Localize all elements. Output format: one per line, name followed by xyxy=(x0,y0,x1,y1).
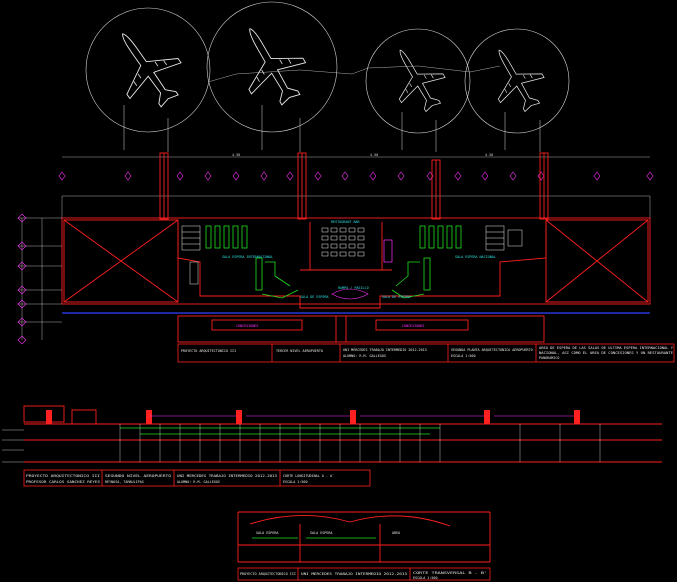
floor-plan: 4.50 4.50 4.50 xyxy=(17,152,675,363)
section-university: UNI MERCEDES TRABAJO INTERMEDIO 2012-201… xyxy=(177,474,277,478)
aircraft-stand-4 xyxy=(464,28,570,152)
longitudinal-section: PROYECTO ARQUITECTONICO III PROFESOR CAR… xyxy=(2,405,662,487)
plan-titleblock xyxy=(177,343,675,363)
fixtures xyxy=(181,225,523,285)
cross-titleblock xyxy=(237,567,491,581)
plan-topic: TERCER NIVEL AEROPUERTO xyxy=(276,349,323,353)
label-concessions-left: CONCESIONES xyxy=(236,324,258,328)
label-boarding-right: SALA DE ESPERA xyxy=(382,295,411,299)
dimension-line-left xyxy=(18,217,62,340)
section-columns xyxy=(119,424,601,462)
level-markers xyxy=(2,429,24,463)
aircraft-stand-2 xyxy=(206,1,338,152)
cross-sheet: CORTE TRANSVERSAL B - B' xyxy=(413,571,487,575)
aircraft-stand-3 xyxy=(365,28,471,152)
label-ramp: RAMPA / PASILLO xyxy=(338,286,369,290)
label-restaurant-bar: RESTAURANT BAR xyxy=(331,220,361,224)
aircraft-stands xyxy=(85,1,570,152)
cross-scale: ESCALA 1:500 xyxy=(413,576,438,580)
plan-note-2: NACIONAL, ASI COMO EL AREA DE CONCESIONE… xyxy=(539,351,673,355)
airplane-icon xyxy=(377,37,456,121)
label-concessions-right: CONCESIONES xyxy=(402,324,424,328)
dimension-line-top xyxy=(61,156,651,218)
dimension-label: 4.50 xyxy=(370,153,378,157)
section-sheet: CORTE LONGITUDINAL A - A' xyxy=(283,474,334,478)
plan-sheet: SEGUNDA PLANTA ARQUITECTONICA AEROPUERTO xyxy=(451,348,533,352)
section-teacher: PROFESOR CARLOS SANCHEZ REYES xyxy=(26,480,100,484)
cross-room-mid: SALA ESPERA xyxy=(310,531,332,535)
seating-left xyxy=(205,225,299,299)
building-outline xyxy=(61,217,651,309)
section-titleblock xyxy=(23,469,371,487)
plan-author: ALUMNO: R.M. GALLEGOS xyxy=(343,354,386,358)
dimension-label: 4.50 xyxy=(232,153,240,157)
aircraft-stand-1 xyxy=(85,7,211,152)
cross-project: PROYECTO ARQUITECTONICO III xyxy=(240,572,296,576)
section-topic: SEGUNDO NIVEL AEROPUERTO xyxy=(105,474,171,478)
cross-room-right: AREA xyxy=(392,531,400,535)
concessions xyxy=(177,315,545,343)
label-waiting-international: SALA ESPERA INTERNACIONAL xyxy=(222,255,273,259)
plan-note-3: PANORAMICO xyxy=(539,356,559,360)
section-project: PROYECTO ARQUITECTONICO III xyxy=(26,474,100,478)
grid-markers-left xyxy=(17,213,27,345)
ramp-shape xyxy=(331,288,369,300)
cross-section: SALA ESPERA SALA ESPERA AREA PROYECTO AR… xyxy=(237,511,491,581)
plan-project: PROYECTO ARQUITECTONICO III xyxy=(181,349,236,353)
seating-right xyxy=(391,225,462,299)
cross-university: UNI MERCEDES TRABAJO INTERMEDIO 2012-201… xyxy=(301,572,407,576)
restaurant-tables xyxy=(321,227,365,257)
airplane-icon xyxy=(222,12,319,116)
airplane-icon xyxy=(96,15,196,120)
section-author: ALUMNO: R.M. GALLEGOS xyxy=(177,480,220,484)
section-location: REYNOSA, TAMAULIPAS xyxy=(105,480,144,484)
dimension-label: 4.50 xyxy=(485,153,493,157)
airplane-icon xyxy=(476,37,555,121)
section-scale: ESCALA 1:500 xyxy=(283,480,308,484)
grid-markers-top xyxy=(58,171,654,181)
jet-bridges xyxy=(159,152,549,220)
plan-scale: ESCALA 1:500 xyxy=(451,354,476,358)
cross-room-left: SALA ESPERA xyxy=(256,531,278,535)
label-boarding-left: SALA DE ESPERA xyxy=(300,295,329,299)
plan-note-1: AREA DE ESPERA DE LAS SALAS DE ULTIMA ES… xyxy=(539,346,673,350)
roof-trusses xyxy=(46,410,580,424)
bar-counter xyxy=(383,239,393,263)
label-waiting-national: SALA ESPERA NACIONAL xyxy=(455,255,496,259)
plan-university: UNI MERCEDES TRABAJO INTERMEDIO 2012-201… xyxy=(343,348,427,352)
